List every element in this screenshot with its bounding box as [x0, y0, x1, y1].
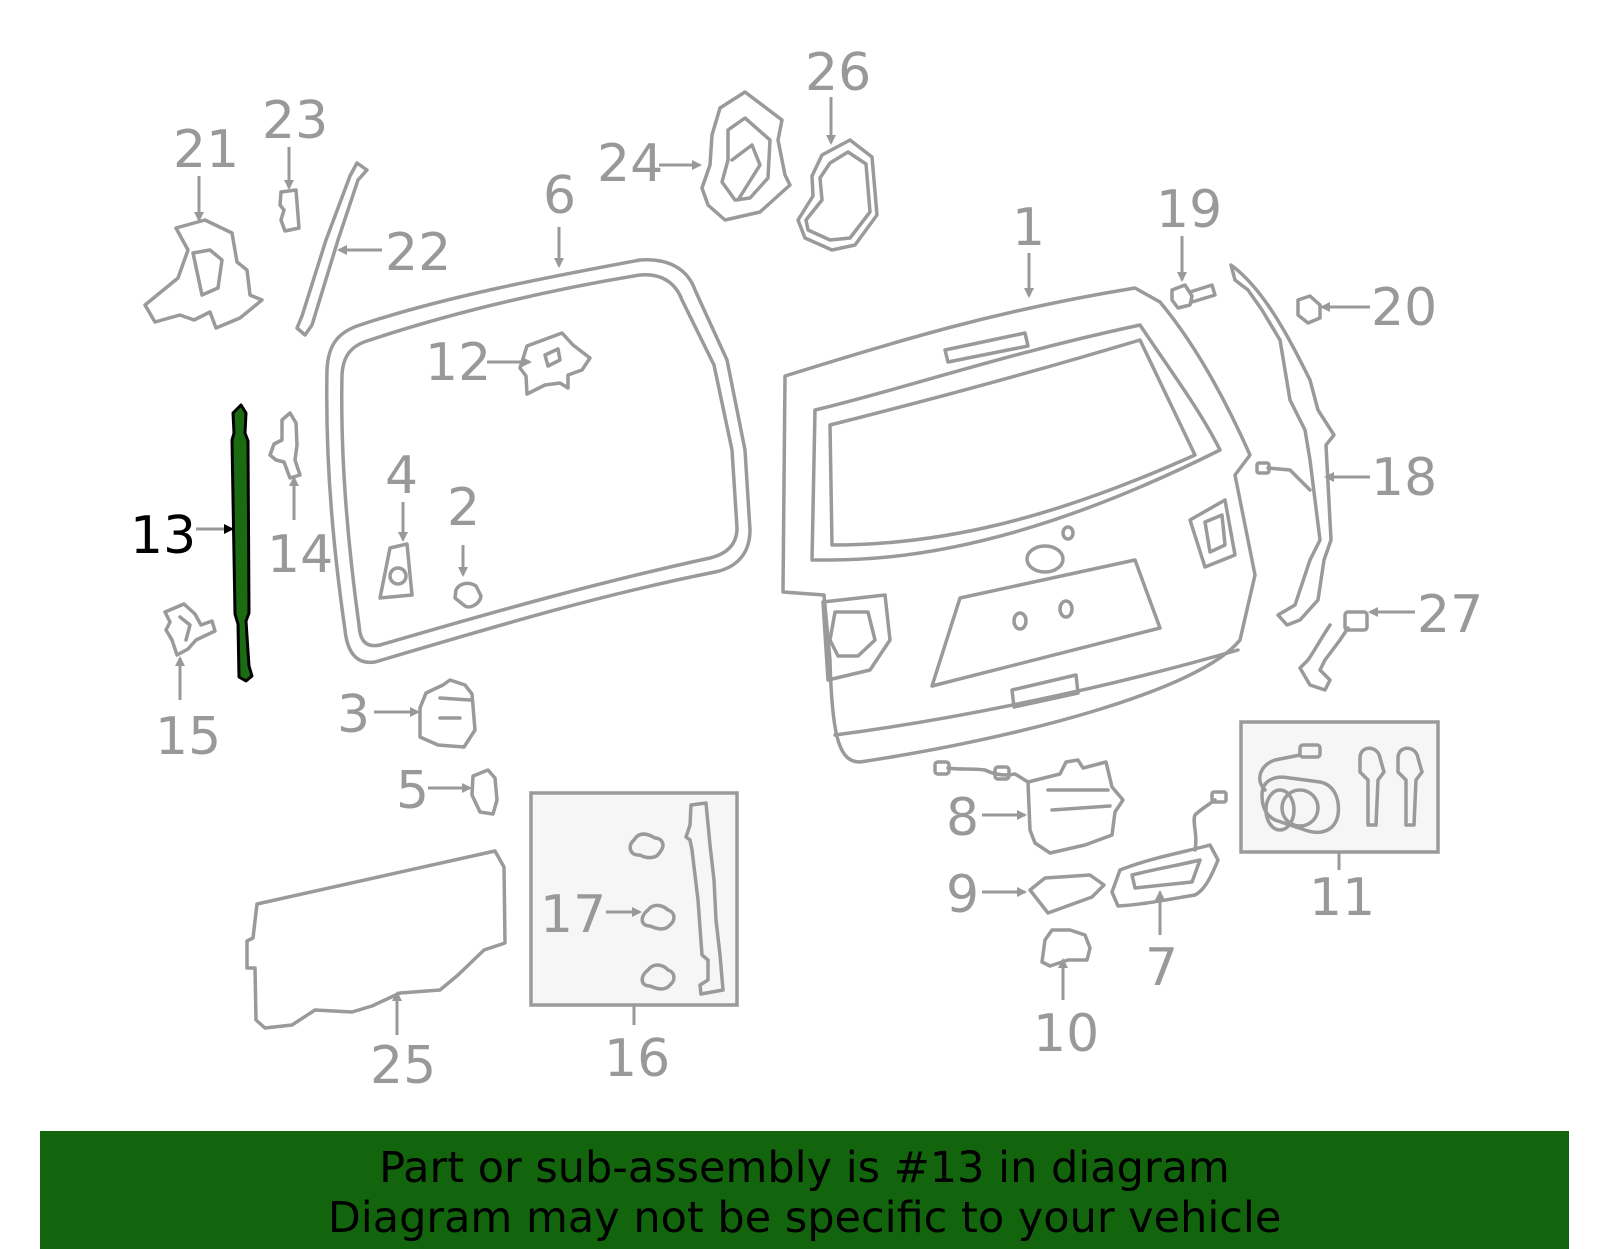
part-15-bracket: [163, 602, 217, 657]
banner-line-part-number: Part or sub-assembly is #13 in diagram: [379, 1143, 1230, 1193]
part-2-bumper: [453, 581, 483, 609]
callout-12: 12: [425, 333, 491, 393]
callout-6: 6: [543, 166, 576, 226]
callout-23: 23: [262, 91, 328, 151]
part-4-block: [378, 542, 414, 600]
part-22-rod: [295, 161, 369, 337]
callout-20: 20: [1371, 278, 1437, 338]
callout-26: 26: [805, 43, 871, 103]
callout-22: 22: [385, 223, 451, 283]
part-24-cover: [700, 90, 792, 222]
part-12-hinge: [518, 331, 592, 396]
callout-17: 17: [540, 885, 606, 945]
callout-14: 14: [267, 525, 333, 585]
part-10-clip: [1040, 928, 1092, 968]
callout-19: 19: [1156, 180, 1222, 240]
part-16-kit-box: [529, 791, 739, 1007]
part-19-bolt: [1170, 283, 1217, 310]
callout-9: 9: [946, 865, 979, 925]
callout-27: 27: [1417, 585, 1483, 645]
part-27-sensor: [1298, 610, 1369, 692]
info-banner: Part or sub-assembly is #13 in diagram D…: [40, 1131, 1569, 1249]
part-8-latch-assembly: [933, 758, 1125, 855]
callout-2: 2: [447, 478, 480, 538]
part-13-support-strut: [230, 403, 254, 683]
part-18-harness-trim: [1229, 263, 1336, 627]
part-5-cap: [470, 768, 499, 816]
part-25-trim-panel: [245, 849, 507, 1030]
callout-arrows: [175, 97, 1415, 1035]
part-26-cover: [796, 138, 879, 252]
callout-8: 8: [946, 788, 979, 848]
callout-10: 10: [1033, 1004, 1099, 1064]
part-11-key-set-box: [1239, 720, 1440, 854]
callout-4: 4: [385, 446, 418, 506]
part-9-bezel: [1028, 873, 1106, 915]
callout-13: 13: [130, 506, 196, 566]
callout-15: 15: [155, 707, 221, 767]
callout-21: 21: [173, 120, 239, 180]
part-6-weatherstrip: [325, 258, 752, 665]
part-7-handle: [1110, 790, 1228, 908]
part-21-bracket: [143, 218, 264, 330]
part-20-nut: [1296, 294, 1322, 325]
banner-line-disclaimer: Diagram may not be specific to your vehi…: [327, 1193, 1282, 1243]
part-1-liftgate: [781, 286, 1257, 764]
callout-18: 18: [1371, 448, 1437, 508]
part-23-clip: [278, 188, 301, 233]
callout-24: 24: [597, 134, 663, 194]
callout-1: 1: [1012, 198, 1045, 258]
callout-7: 7: [1145, 938, 1178, 998]
callout-25: 25: [370, 1036, 436, 1096]
part-3-latch: [418, 678, 477, 749]
callout-3: 3: [337, 685, 370, 745]
callout-16: 16: [604, 1029, 670, 1089]
callout-11: 11: [1309, 868, 1375, 928]
part-14-bracket: [268, 411, 302, 480]
callout-5: 5: [396, 761, 429, 821]
